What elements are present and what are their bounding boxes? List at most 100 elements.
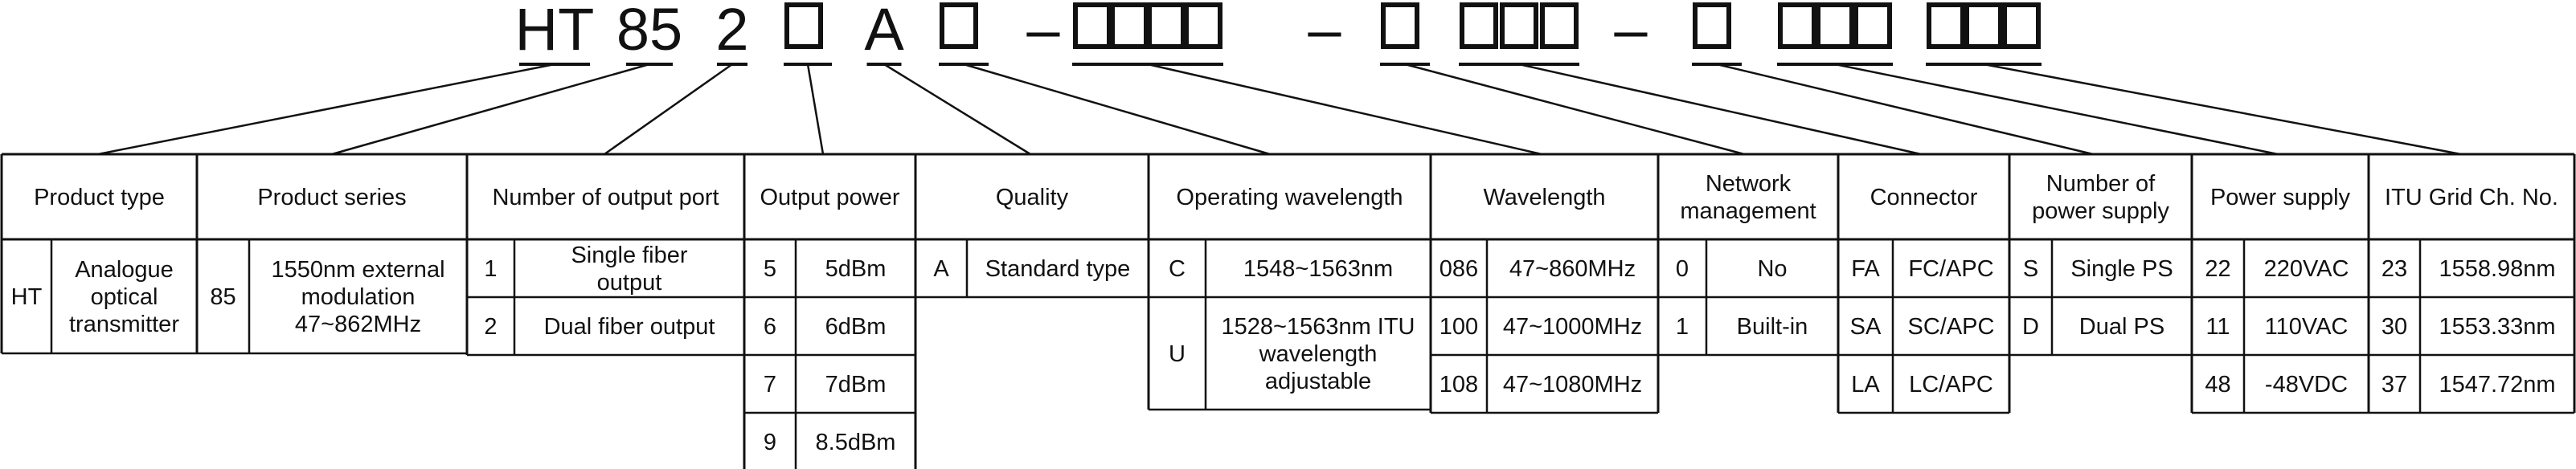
cell-desc: No	[1757, 256, 1787, 282]
cell-code: C	[1169, 256, 1186, 282]
cell-code: FA	[1851, 256, 1880, 282]
leader-line-nps	[1716, 63, 2094, 156]
cell-desc: FC/APC	[1908, 256, 1993, 282]
code-placeholder-box	[1540, 2, 1579, 49]
cell-code: A	[933, 256, 949, 282]
leader-line-ht	[97, 63, 555, 156]
column-itu-grid-ch-no: ITU Grid Ch. No. 23 1558.98nm 30 1553.33nm 37…	[2367, 154, 2576, 414]
code-placeholder-box	[1460, 2, 1498, 49]
cell-code: 22	[2205, 256, 2230, 282]
leader-line-power	[806, 63, 825, 155]
code-token-dash1: –	[1026, 0, 1060, 63]
cell-code: 100	[1440, 314, 1478, 340]
cell-desc: 7dBm	[825, 372, 887, 398]
cell-code: SA	[1850, 314, 1882, 340]
code-placeholder-box	[784, 2, 823, 49]
cell-desc: 1547.72nm	[2439, 372, 2555, 398]
cell-desc: 47~1000MHz	[1503, 314, 1642, 340]
cell-code: 9	[764, 430, 776, 455]
cell-desc: 1548~1563nm	[1243, 256, 1393, 282]
cell-code: S	[2023, 256, 2038, 282]
cell-code: 5	[764, 256, 776, 282]
cell-desc: 110VAC	[2265, 314, 2349, 340]
cell-code: 30	[2381, 314, 2407, 340]
cell-code: HT	[11, 284, 43, 310]
cell-desc: SC/APC	[1908, 314, 1995, 340]
cell-desc: Single PS	[2070, 256, 2173, 282]
cell-code: 6	[764, 314, 776, 340]
cell-desc: Built-in	[1737, 314, 1808, 340]
code-placeholder-box	[1853, 2, 1892, 49]
cell-desc: -48VDC	[2265, 372, 2348, 398]
code-token-port: 2	[715, 0, 748, 63]
code-placeholder-box	[1816, 2, 1854, 49]
cell-code: 2	[484, 314, 497, 340]
header-quality: Quality	[996, 185, 1069, 210]
header-output-power: Output power	[760, 185, 899, 210]
cell-code: D	[2022, 314, 2039, 340]
cell-code: 108	[1440, 372, 1478, 398]
header-itu-grid-ch-no: ITU Grid Ch. No.	[2385, 185, 2558, 210]
code-placeholder-box	[940, 2, 978, 49]
code-token-dash3: –	[1614, 0, 1648, 63]
leader-line-quality	[883, 63, 1031, 156]
model-code-row: HT 85 2 A – – –	[515, 0, 2041, 63]
cell-desc: 1558.98nm	[2439, 256, 2555, 282]
code-token-series: 85	[616, 0, 682, 63]
leader-line-net	[1404, 63, 1745, 156]
cell-code: 7	[764, 372, 776, 398]
code-placeholder-box	[1110, 2, 1149, 49]
code-placeholder-box	[1184, 2, 1222, 49]
code-token-quality: A	[864, 0, 904, 63]
code-placeholder-box	[1381, 2, 1419, 49]
code-token-ht: HT	[515, 0, 595, 63]
header-power-supply: Power supply	[2210, 185, 2351, 210]
code-token-dash2: –	[1308, 0, 1341, 63]
cell-desc: 8.5dBm	[816, 430, 896, 455]
cell-code: 1	[1676, 314, 1689, 340]
cell-code: U	[1169, 341, 1186, 367]
cell-code: 0	[1676, 256, 1689, 282]
code-placeholder-box	[1693, 2, 1731, 49]
code-placeholder-box	[2002, 2, 2041, 49]
cell-desc: Standard type	[985, 256, 1131, 282]
cell-code: LA	[1851, 372, 1880, 398]
header-connector: Connector	[1870, 185, 1978, 210]
cell-desc: 1553.33nm	[2439, 314, 2555, 340]
code-placeholder-box	[1073, 2, 1112, 49]
code-placeholder-box	[1500, 2, 1538, 49]
header-operating-wavelength: Operating wavelength	[1176, 185, 1403, 210]
leader-line-supply	[1834, 63, 2279, 156]
cell-code: 23	[2381, 256, 2407, 282]
header-number-of-output-port: Number of output port	[492, 185, 719, 210]
cell-code: 11	[2205, 314, 2230, 340]
code-placeholder-box	[1147, 2, 1186, 49]
code-placeholder-box	[1927, 2, 1965, 49]
cell-desc: Dual PS	[2079, 314, 2164, 340]
header-product-series: Product series	[257, 185, 406, 210]
cell-code: 48	[2205, 372, 2230, 398]
header-wavelength: Wavelength	[1483, 185, 1605, 210]
cell-desc: 5dBm	[825, 256, 887, 282]
leader-line-series	[331, 63, 650, 156]
code-placeholder-box	[1778, 2, 1816, 49]
cell-desc: 47~1080MHz	[1503, 372, 1642, 398]
leader-line-itu	[1983, 63, 2462, 156]
cell-code: 37	[2381, 372, 2407, 398]
